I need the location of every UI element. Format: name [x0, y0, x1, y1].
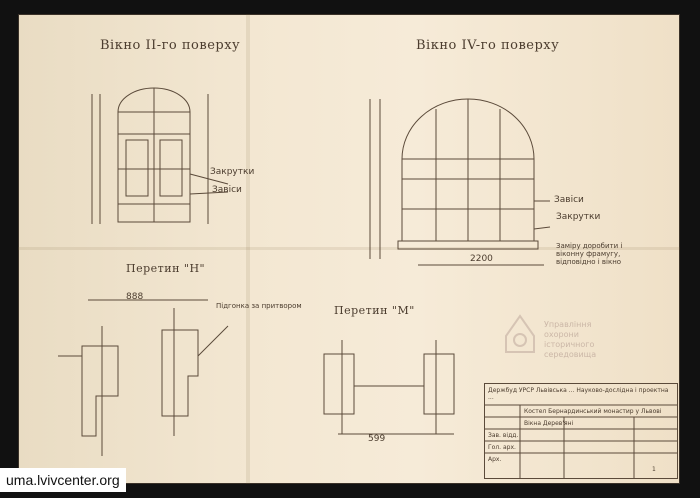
title-block-org: Держбуд УРСР Львівська ... Науково-дослі… — [488, 387, 669, 401]
section-n-drawing — [58, 299, 229, 456]
label-zakrutky-right: Закрутки — [556, 212, 601, 222]
title-block-role-1: Зав. відд. — [488, 432, 519, 439]
title-section-m: Перетин "М" — [334, 304, 415, 317]
title-window-2nd-floor: Вікно II-го поверху — [100, 38, 241, 53]
drawing-sheet: Вікно II-го поверху Вікно IV-го поверху … — [18, 14, 680, 484]
fold-line — [246, 14, 250, 484]
title-section-n: Перетин "Н" — [126, 262, 206, 275]
dim-599: 599 — [368, 434, 386, 444]
window-4th-floor-elevation — [369, 98, 551, 266]
title-block: Держбуд УРСР Львівська ... Науково-дослі… — [484, 383, 678, 479]
title-block-object: Костел Бернардинський монастир у Львові — [524, 408, 662, 415]
title-block-role-3: Арх. — [488, 456, 502, 463]
title-block-sheet: 1 — [652, 466, 656, 473]
note-section: Підгонка за притвором — [216, 302, 302, 310]
fold-line — [18, 247, 680, 250]
archive-logo-icon — [505, 314, 535, 353]
title-block-role-2: Гол. арх. — [488, 444, 516, 451]
title-window-4th-floor: Вікно IV-го поверху — [416, 38, 560, 53]
label-zakrutky: Закрутки — [210, 167, 255, 177]
section-m-drawing — [323, 340, 455, 435]
window-2nd-floor-elevation — [91, 87, 229, 224]
archive-stamp: Управління охорони історичного середовищ… — [500, 312, 670, 362]
watermark-badge: uma.lvivcenter.org — [0, 468, 126, 492]
dim-888: 888 — [126, 292, 144, 302]
title-block-grid — [484, 383, 678, 479]
note-right: Заміру доробити і віконну фрамугу, відпо… — [556, 242, 623, 266]
stamp-text: Управління охорони історичного середовищ… — [544, 320, 597, 359]
label-zavisy-right: Завіси — [554, 195, 584, 205]
dim-2200: 2200 — [470, 254, 493, 264]
title-block-subject: Вікна Дерев'яні — [524, 420, 574, 427]
label-zavisy-left: Завіси — [212, 185, 242, 195]
